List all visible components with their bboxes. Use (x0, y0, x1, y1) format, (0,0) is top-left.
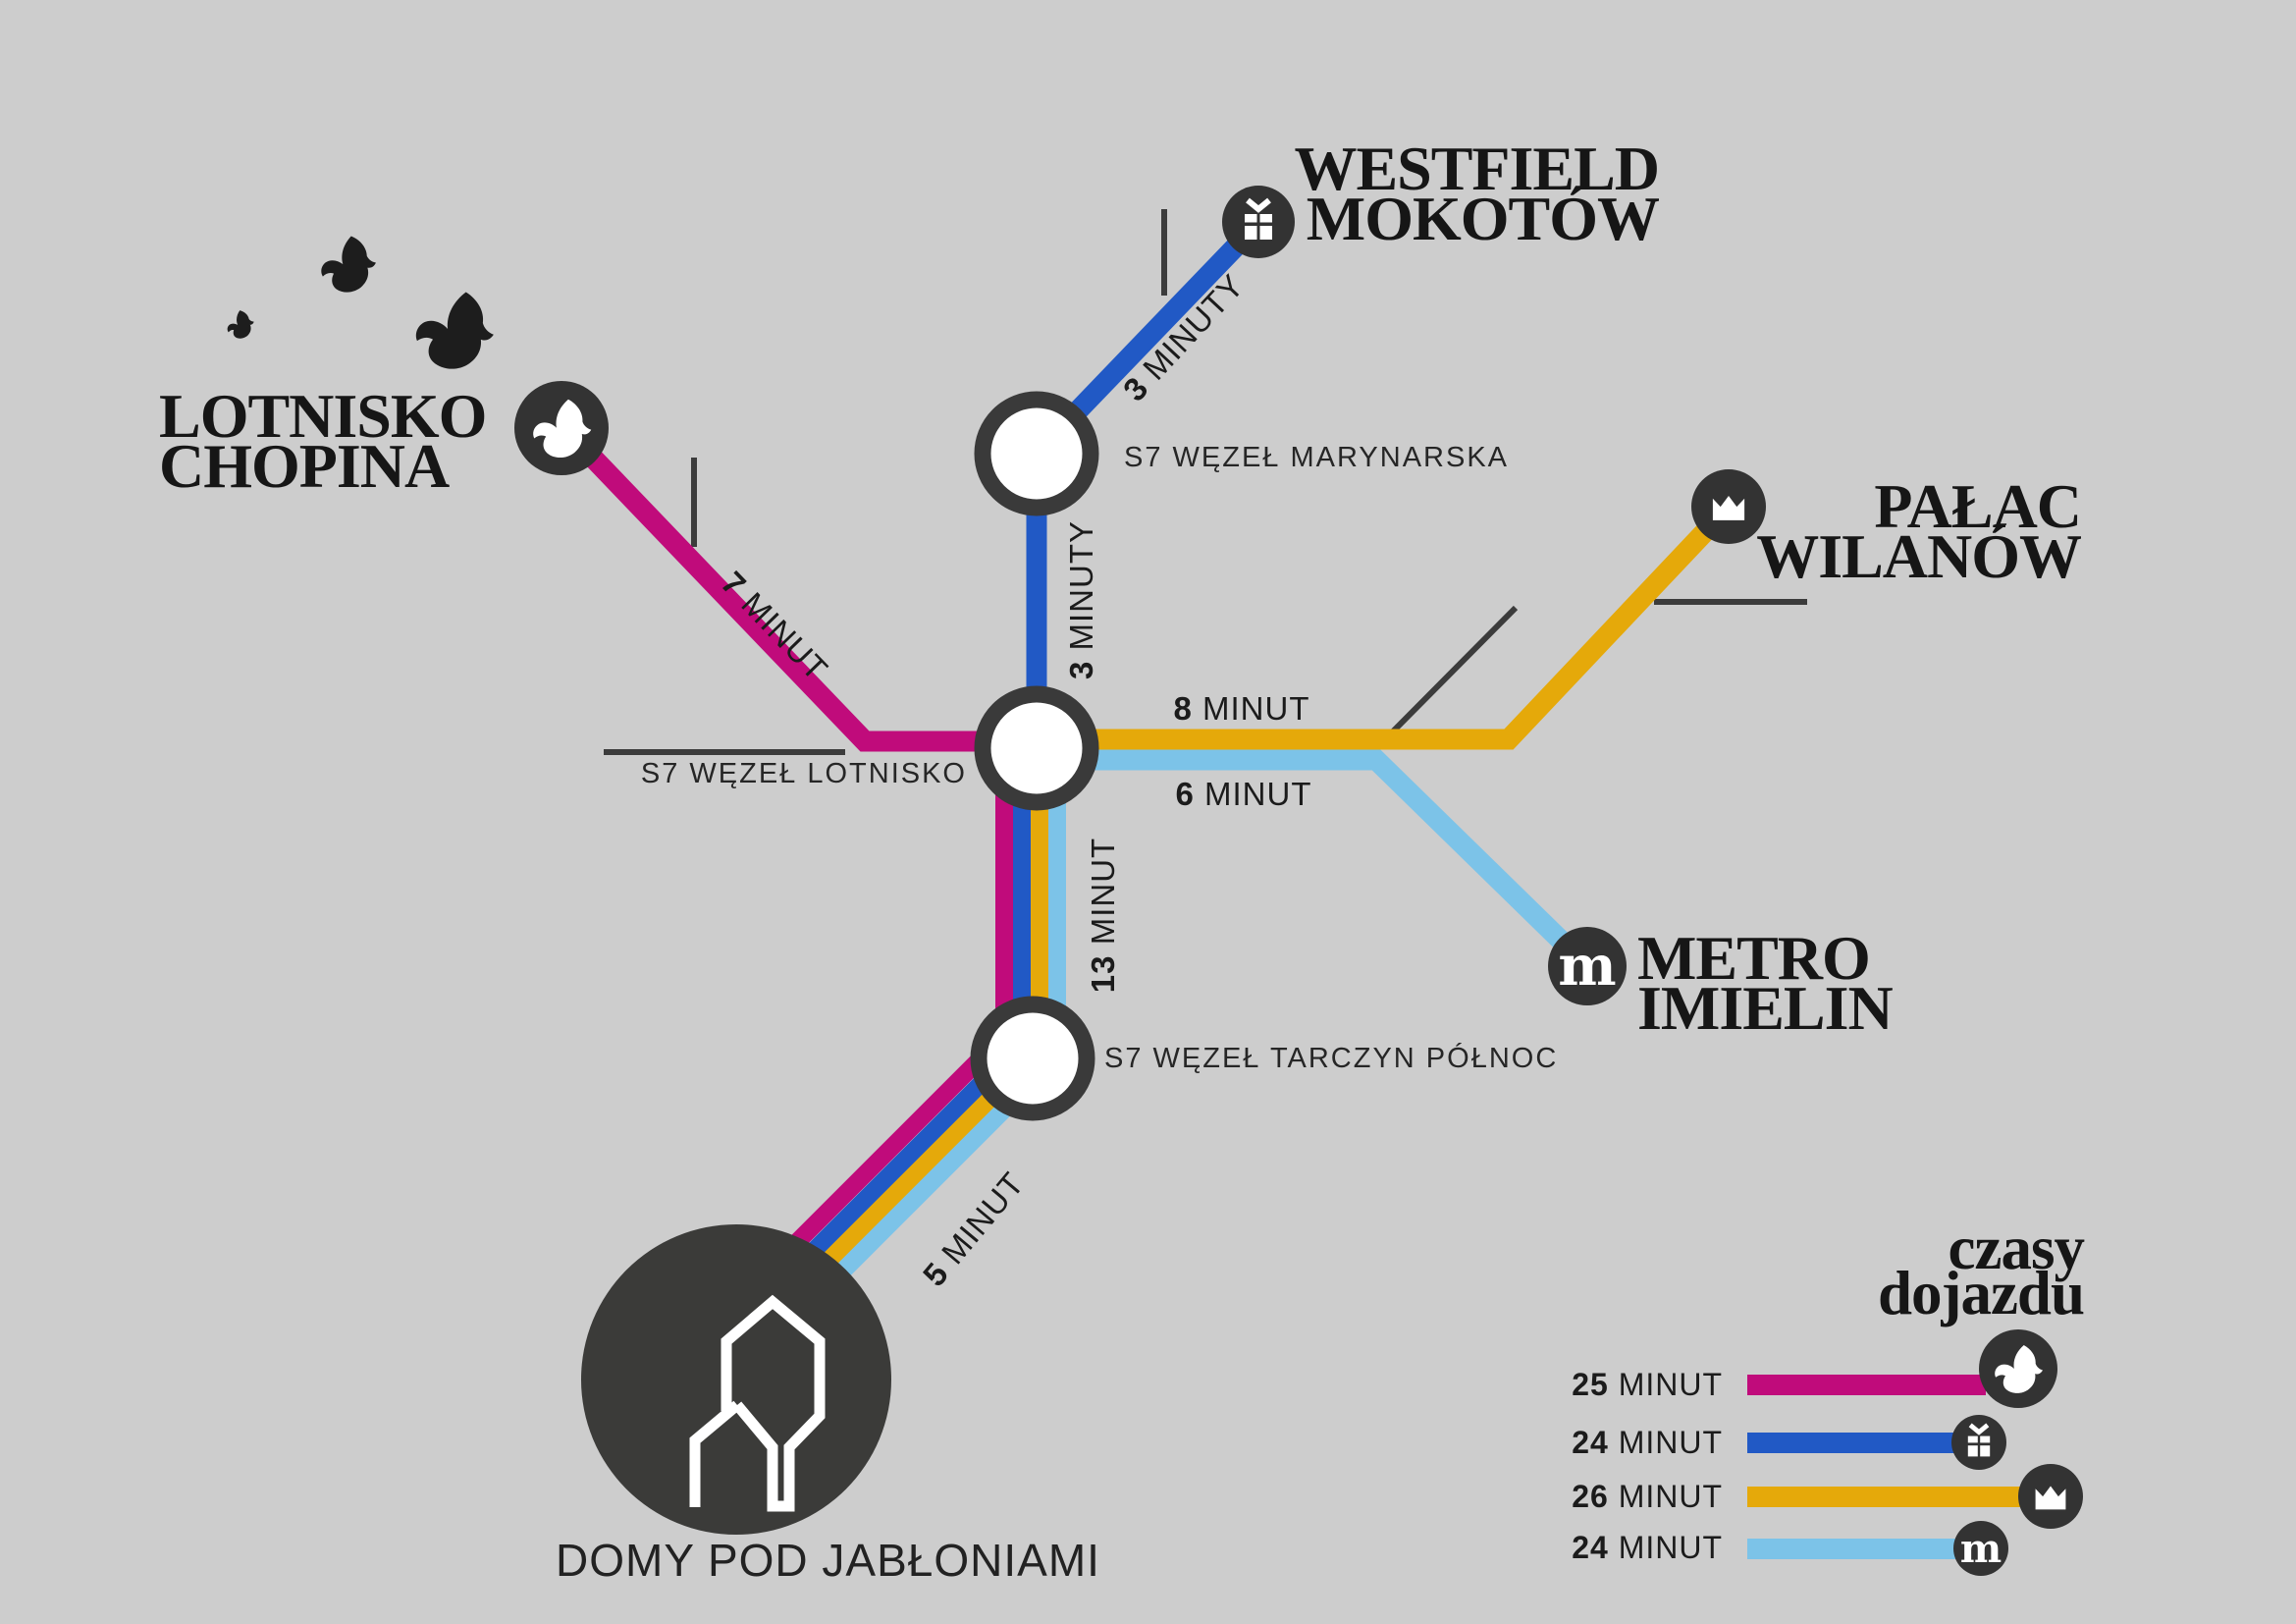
time-num: 8 (1173, 690, 1193, 727)
time-label-marynarska-leg: 3 MINUTY (1063, 520, 1100, 679)
line-imielin (1037, 749, 1597, 976)
legend-imielin-circle (1953, 1521, 2008, 1576)
westfield-label-line2: MOKOTÓW (1306, 184, 1660, 253)
line-wilanow (1037, 497, 1738, 750)
time-unit: MINUT (1204, 776, 1312, 812)
westfield-endpoint (1222, 186, 1295, 258)
time-num: 13 (1085, 954, 1121, 994)
legend-num: 26 (1572, 1479, 1609, 1514)
chopin-label: LOTNISKO CHOPINA (159, 381, 487, 501)
houses-logo-icon (689, 1294, 826, 1512)
imielin-label: METRO IMIELIN (1637, 923, 1894, 1043)
bird-icon (317, 234, 379, 296)
time-unit: MINUT (1085, 837, 1121, 946)
station-node-lotnisko (974, 685, 1099, 811)
legend-unit: MINUT (1618, 1530, 1723, 1565)
legend-bar-wilanow (1747, 1487, 2021, 1507)
decorative-birds (223, 234, 497, 372)
legend-title: czasy dojazdu (1877, 1214, 2085, 1327)
metro-m-icon: m (1960, 1526, 2002, 1572)
legend-title-line2: dojazdu (1877, 1259, 2085, 1327)
station-label-lotnisko: S7 WĘZEŁ LOTNISKO (640, 758, 967, 789)
time-unit: MINUTY (1063, 519, 1099, 651)
westfield-label: WESTFIELD MOKOTÓW (1294, 134, 1660, 253)
metro-m-icon: m (1558, 934, 1616, 999)
bird-icon (223, 307, 257, 342)
home-circle (581, 1224, 891, 1535)
legend-row-label: 24 MINUT (1572, 1425, 1723, 1461)
callout-line (1389, 605, 1519, 735)
time-num: 6 (1175, 776, 1195, 812)
legend-bar-westfield (1747, 1433, 1955, 1453)
imielin-label-line2: IMIELIN (1637, 973, 1894, 1043)
legend-row-label: 24 MINUT (1572, 1530, 1723, 1566)
time-unit: MINUT (1202, 690, 1310, 727)
time-label-imielin-leg: 6 MINUT (1175, 776, 1311, 813)
legend-num: 24 (1572, 1425, 1609, 1460)
chopin-label-line1: LOTNISKO (159, 381, 487, 451)
legend-unit: MINUT (1618, 1367, 1723, 1402)
legend-num: 25 (1572, 1367, 1609, 1402)
time-label-wilanow-leg: 8 MINUT (1173, 690, 1309, 728)
legend-title-line1: czasy (1948, 1214, 2085, 1282)
legend-unit: MINUT (1618, 1479, 1723, 1514)
imielin-endpoint (1548, 927, 1627, 1005)
legend-bar-imielin (1747, 1539, 1955, 1559)
wilanow-label: PAŁAC WILANÓW (1756, 471, 2082, 591)
station-label-marynarska: S7 WĘZEŁ MARYNARSKA (1124, 442, 1510, 473)
station-node-marynarska (974, 391, 1099, 516)
legend-bar-chopin (1747, 1375, 1986, 1395)
wilanow-label-line2: WILANÓW (1756, 521, 2082, 591)
legend-unit: MINUT (1618, 1425, 1723, 1460)
bird-icon (413, 289, 497, 372)
line-chopin (557, 420, 1037, 752)
legend-bars: m (1747, 1329, 2083, 1576)
time-num: 3 (1063, 660, 1099, 680)
home-label: DOMY POD JABŁONIAMI (556, 1535, 1100, 1586)
legend-num: 24 (1572, 1530, 1609, 1565)
chopin-label-line2: CHOPINA (159, 431, 450, 501)
legend-row-label: 26 MINUT (1572, 1479, 1723, 1515)
legend-row-label: 25 MINUT (1572, 1367, 1723, 1403)
time-label-tarczyn-leg: 13 MINUT (1085, 838, 1122, 993)
station-node-tarczyn (970, 996, 1095, 1121)
station-label-tarczyn: S7 WĘZEŁ TARCZYN PÓŁNOC (1104, 1043, 1559, 1074)
imielin-label-line1: METRO (1637, 923, 1871, 993)
wilanow-label-line1: PAŁAC (1874, 471, 2082, 541)
westfield-label-line1: WESTFIELD (1294, 134, 1660, 203)
legend-westfield-circle (1951, 1415, 2006, 1470)
callout-lines (604, 209, 1807, 755)
